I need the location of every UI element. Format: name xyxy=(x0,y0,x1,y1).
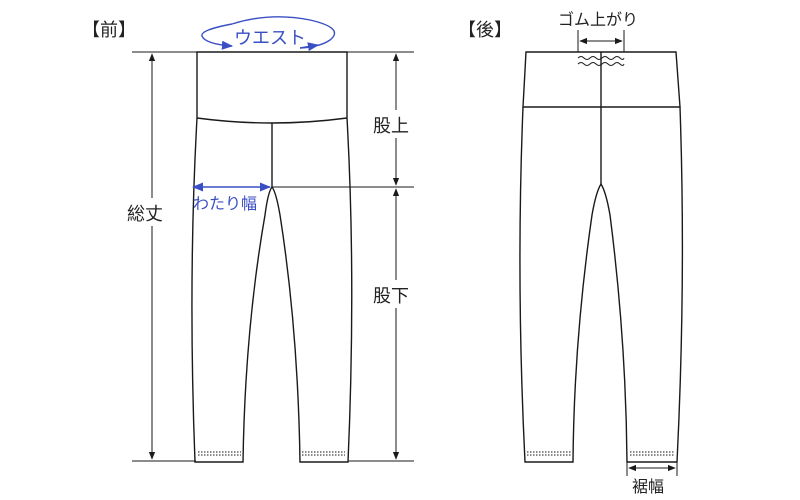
hem-width-measure: 裾幅 xyxy=(626,462,678,496)
hem-width-label: 裾幅 xyxy=(632,477,664,496)
rise-inseam-dimension: 股上 股下 xyxy=(272,51,422,462)
total-length-dimension: 総丈 xyxy=(124,51,197,462)
front-pants-outline xyxy=(191,51,353,463)
elastic-rise-measure: ゴム上がり xyxy=(558,10,638,52)
inseam-label: 股下 xyxy=(373,286,409,307)
thigh-width-measure: わたり幅 xyxy=(191,182,272,213)
front-title: 【前】 xyxy=(82,20,136,41)
elastic-gather-2 xyxy=(577,62,625,66)
rise-label: 股上 xyxy=(373,116,409,137)
back-title: 【後】 xyxy=(458,20,512,41)
total-length-label: 総丈 xyxy=(127,204,163,225)
elastic-gather-1 xyxy=(577,56,625,60)
elastic-rise-label: ゴム上がり xyxy=(558,10,638,29)
waist-measure: ウエスト xyxy=(201,16,336,52)
front-waistband xyxy=(196,51,348,124)
thigh-width-label: わたり幅 xyxy=(193,194,257,213)
back-pants-outline xyxy=(519,51,684,463)
waist-label: ウエスト xyxy=(234,28,306,49)
